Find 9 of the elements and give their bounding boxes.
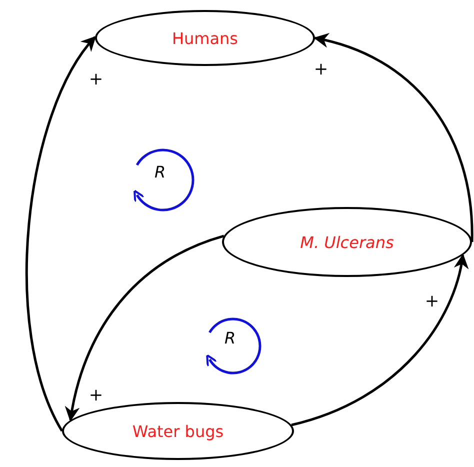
node-label: Water bugs xyxy=(132,422,224,440)
arrow xyxy=(65,234,224,422)
arrow xyxy=(26,36,96,432)
node-label: Humans xyxy=(172,28,238,48)
arrow xyxy=(314,34,474,242)
loop-label: R xyxy=(154,162,166,182)
node-label: M. Ulcerans xyxy=(300,232,394,252)
loop-label: R xyxy=(224,328,236,348)
arrow xyxy=(291,254,468,426)
